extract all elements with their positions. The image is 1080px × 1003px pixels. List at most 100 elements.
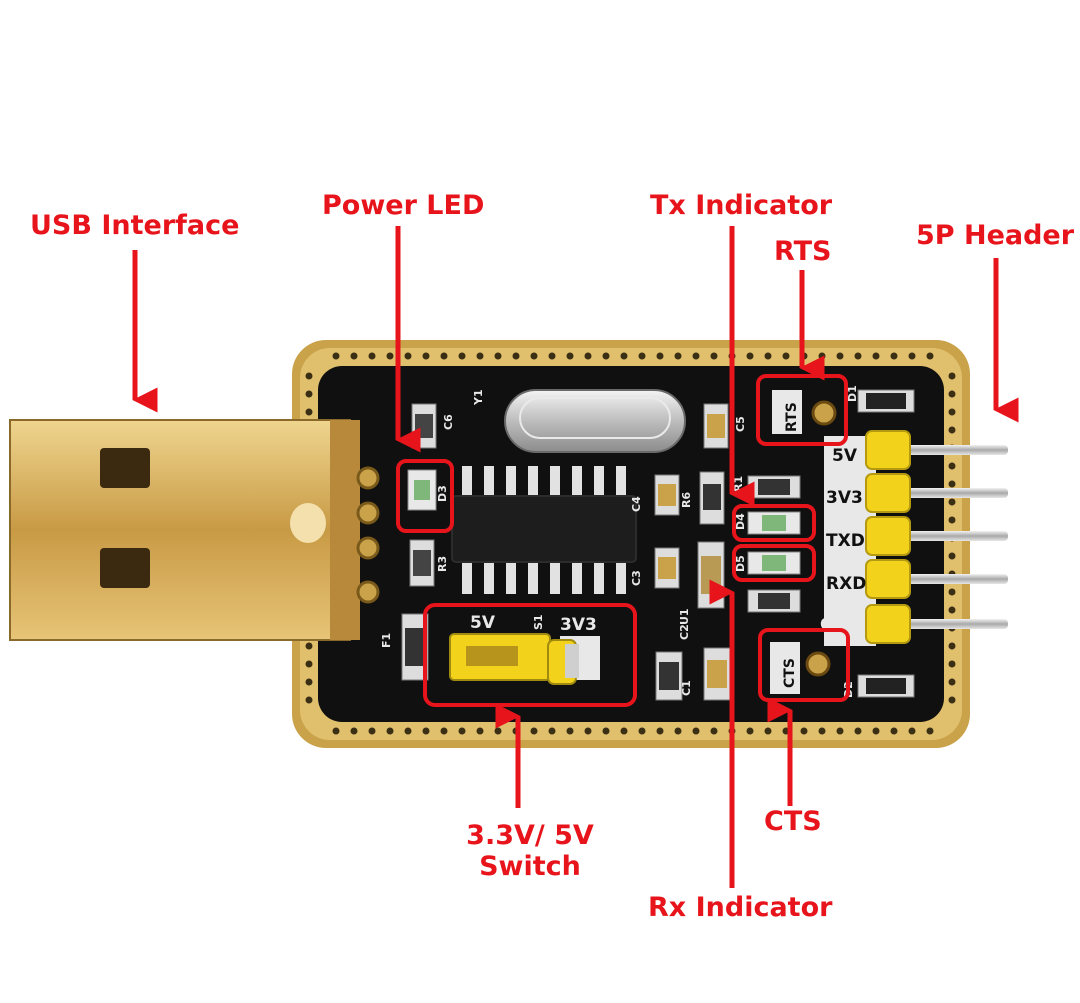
edge-via bbox=[476, 352, 484, 360]
box-rx-led bbox=[732, 544, 816, 582]
callout-5p-header: 5P Header bbox=[916, 220, 1075, 251]
edge-via bbox=[548, 352, 556, 360]
ic-pin bbox=[572, 466, 582, 498]
ic-pin bbox=[506, 560, 516, 594]
edge-via bbox=[350, 352, 358, 360]
edge-via bbox=[854, 352, 862, 360]
ic-pin bbox=[462, 466, 472, 498]
ref-u1: U1 bbox=[678, 608, 691, 625]
callout-tx-indicator: Tx Indicator bbox=[650, 190, 833, 221]
ic-pin bbox=[550, 466, 560, 498]
edge-via bbox=[386, 352, 394, 360]
main-ic bbox=[451, 466, 637, 594]
edge-via bbox=[332, 352, 340, 360]
rts-pad bbox=[772, 390, 837, 434]
voltage-jumper bbox=[449, 633, 600, 685]
ref-c4: C4 bbox=[630, 496, 643, 512]
jumper-label-3v3: 3V3 bbox=[560, 615, 597, 635]
edge-via bbox=[948, 480, 956, 488]
header-housing bbox=[865, 604, 911, 644]
led-power bbox=[407, 469, 437, 511]
edge-via bbox=[386, 727, 394, 735]
edge-via bbox=[818, 352, 826, 360]
edge-via bbox=[422, 727, 430, 735]
edge-via bbox=[764, 352, 772, 360]
edge-via bbox=[368, 727, 376, 735]
edge-via bbox=[948, 552, 956, 560]
callout-voltage-switch-line1: 3.3V/ 5V bbox=[466, 820, 594, 851]
edge-via bbox=[674, 352, 682, 360]
edge-via bbox=[422, 352, 430, 360]
edge-via bbox=[948, 678, 956, 686]
edge-via bbox=[746, 727, 754, 735]
edge-via bbox=[620, 352, 628, 360]
pin-label-rxd: RXD bbox=[826, 574, 866, 594]
jumper-label-5v: 5V bbox=[470, 613, 496, 633]
edge-via bbox=[948, 660, 956, 668]
ic-pin bbox=[572, 560, 582, 594]
silkscreen-labels: 5V 3V3 TXD RXD GND bbox=[820, 446, 866, 635]
ic-pin bbox=[528, 560, 538, 594]
ic-pin bbox=[528, 466, 538, 498]
ref-d1: D1 bbox=[846, 385, 859, 402]
edge-via bbox=[872, 352, 880, 360]
ref-y1: Y1 bbox=[472, 389, 485, 406]
edge-via bbox=[948, 606, 956, 614]
edge-via bbox=[800, 727, 808, 735]
ic-pin bbox=[484, 560, 494, 594]
edge-via bbox=[548, 727, 556, 735]
led-tx bbox=[747, 511, 801, 535]
edge-via bbox=[948, 462, 956, 470]
edge-via bbox=[926, 727, 934, 735]
edge-via bbox=[836, 727, 844, 735]
header-housing bbox=[865, 559, 911, 599]
ic-pin bbox=[484, 466, 494, 498]
edge-via bbox=[638, 352, 646, 360]
edge-via bbox=[494, 352, 502, 360]
ic-pin bbox=[616, 560, 626, 594]
edge-via bbox=[305, 408, 313, 416]
edge-via bbox=[908, 352, 916, 360]
edge-via bbox=[530, 352, 538, 360]
ref-f1: F1 bbox=[380, 633, 393, 648]
callout-rts: RTS bbox=[774, 236, 832, 267]
crystal-oscillator bbox=[504, 389, 686, 453]
ic-pin bbox=[550, 560, 560, 594]
edge-via bbox=[908, 727, 916, 735]
edge-via bbox=[350, 727, 358, 735]
header-5p bbox=[824, 430, 1008, 646]
header-pin bbox=[892, 619, 1008, 629]
edge-via bbox=[948, 390, 956, 398]
edge-via bbox=[890, 352, 898, 360]
edge-via bbox=[368, 352, 376, 360]
edge-via bbox=[332, 727, 340, 735]
callout-rx-indicator: Rx Indicator bbox=[648, 892, 833, 923]
ref-c2: C2 bbox=[678, 624, 691, 640]
ic-pin bbox=[616, 466, 626, 498]
pin-label-3v3: 3V3 bbox=[826, 488, 863, 508]
edge-via bbox=[476, 727, 484, 735]
edge-via bbox=[948, 426, 956, 434]
header-housing bbox=[865, 430, 911, 470]
ic-pin bbox=[462, 560, 472, 594]
edge-via bbox=[494, 727, 502, 735]
callout-voltage-switch: 3.3V/ 5V Switch bbox=[440, 820, 620, 882]
silkscreen-white: 5V 3V3 Y1 C6 C5 C4 C3 C2 C1 R6 R3 R1 D1 … bbox=[380, 385, 859, 698]
edge-via bbox=[584, 352, 592, 360]
callout-usb-interface: USB Interface bbox=[30, 210, 240, 241]
edge-via bbox=[872, 727, 880, 735]
callout-cts: CTS bbox=[764, 806, 822, 837]
ref-d5: D5 bbox=[734, 555, 747, 572]
edge-via bbox=[440, 727, 448, 735]
ref-r3: R3 bbox=[436, 556, 449, 572]
edge-via bbox=[512, 352, 520, 360]
edge-via bbox=[948, 498, 956, 506]
edge-via bbox=[656, 352, 664, 360]
ref-c5: C5 bbox=[734, 416, 747, 432]
header-pin bbox=[892, 574, 1008, 584]
ic-pin bbox=[594, 466, 604, 498]
box-power-led bbox=[396, 459, 454, 533]
edge-via bbox=[566, 727, 574, 735]
header-pin bbox=[892, 531, 1008, 541]
